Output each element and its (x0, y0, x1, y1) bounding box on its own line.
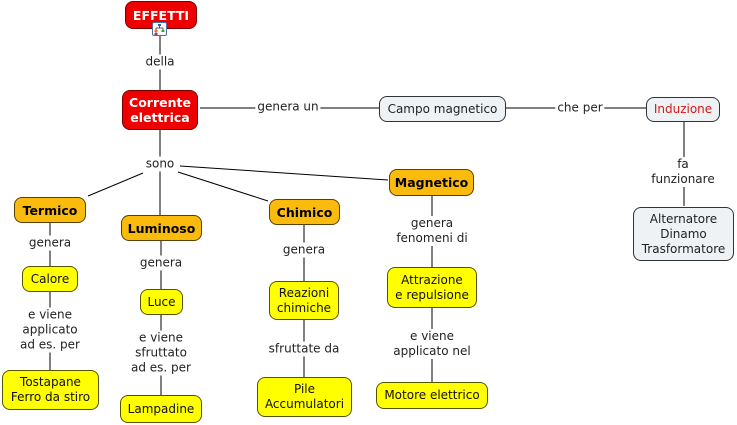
link-magnetico-genera: genera fenomeni di (394, 216, 470, 246)
link-attrazione-applicato: e viene applicato nel (391, 329, 473, 359)
link-luce-sfruttato: e viene sfruttato ad es. per (129, 330, 193, 376)
link-fa-funzionare: fa funzionare (649, 157, 717, 187)
link-sono: sono (143, 156, 177, 172)
node-termico[interactable]: Termico (14, 197, 86, 223)
node-motore-elettrico[interactable]: Motore elettrico (376, 382, 488, 409)
node-alternatore-dinamo-trasformatore[interactable]: Alternatore Dinamo Trasformatore (633, 207, 734, 261)
node-calore[interactable]: Calore (22, 266, 78, 292)
node-effetti[interactable]: EFFETTI (125, 1, 197, 29)
link-che-per: che per (555, 100, 605, 116)
node-reazioni-chimiche[interactable]: Reazioni chimiche (269, 281, 339, 320)
concept-map-icon[interactable] (152, 22, 167, 36)
node-luce[interactable]: Luce (140, 289, 183, 315)
node-tostapane-ferro-da-stiro[interactable]: Tostapane Ferro da stiro (2, 370, 99, 410)
node-lampadine[interactable]: Lampadine (120, 395, 202, 423)
node-attrazione-repulsione[interactable]: Attrazione e repulsione (387, 267, 477, 308)
node-pile-accumulatori[interactable]: Pile Accumulatori (257, 377, 352, 417)
link-chimico-genera: genera (280, 242, 328, 258)
link-della: della (143, 54, 177, 70)
node-magnetico[interactable]: Magnetico (389, 169, 474, 196)
link-genera-un: genera un (255, 99, 321, 115)
link-reazioni-sfruttate: sfruttate da (266, 341, 342, 357)
node-chimico[interactable]: Chimico (269, 199, 340, 225)
link-luminoso-genera: genera (137, 255, 185, 271)
link-termico-genera: genera (26, 235, 74, 251)
node-induzione[interactable]: Induzione (646, 97, 720, 122)
node-campo-magnetico[interactable]: Campo magnetico (379, 96, 506, 122)
link-calore-applicato: e viene applicato ad es. per (18, 307, 82, 353)
node-corrente-elettrica[interactable]: Corrente elettrica (122, 90, 198, 130)
node-luminoso[interactable]: Luminoso (121, 215, 202, 241)
